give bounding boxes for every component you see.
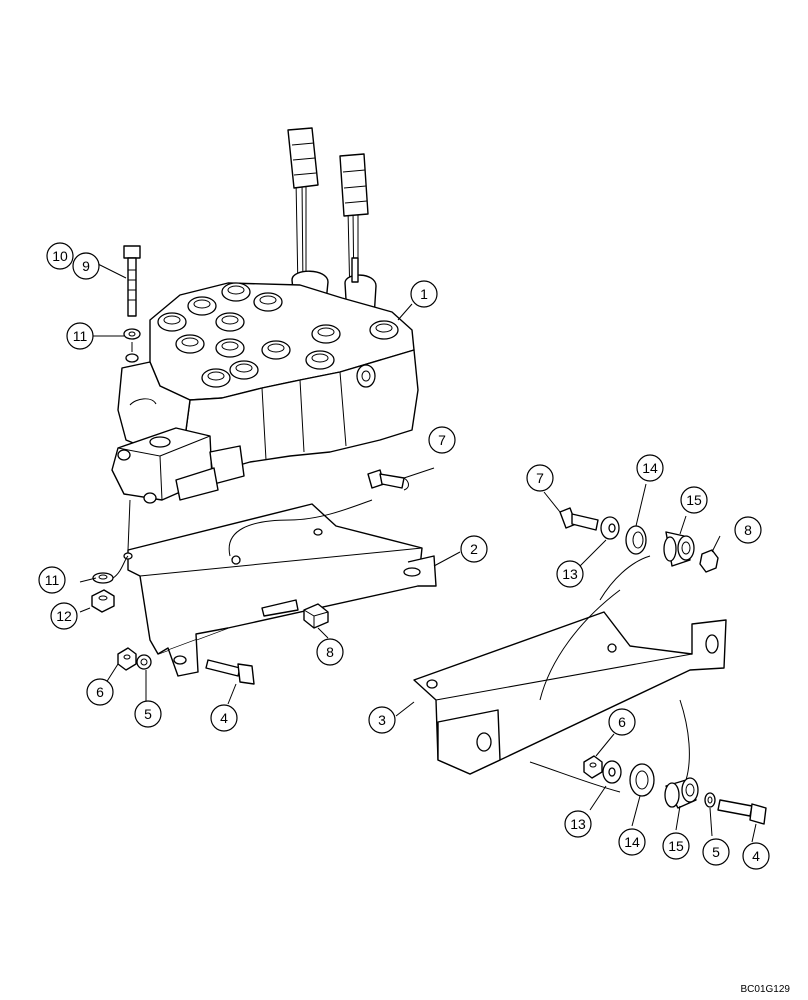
callout-5-right: 5	[702, 838, 730, 866]
mounting-bracket-3	[413, 555, 727, 793]
upper-right-hardware	[559, 507, 719, 573]
callout-10: 10	[46, 242, 74, 270]
callout-3: 3	[368, 706, 396, 734]
svg-text:11: 11	[73, 328, 88, 344]
callout-12: 12	[50, 602, 78, 630]
valve-port-plugs	[157, 282, 399, 388]
callout-5-left: 5	[134, 700, 162, 728]
svg-text:8: 8	[744, 522, 752, 538]
svg-text:5: 5	[712, 844, 720, 860]
svg-text:14: 14	[642, 460, 658, 476]
svg-text:7: 7	[536, 470, 544, 486]
svg-text:6: 6	[618, 714, 626, 730]
callout-14-upper: 14	[636, 454, 664, 482]
callout-15-lower: 15	[662, 832, 690, 860]
svg-text:10: 10	[52, 248, 68, 264]
callout-7-right: 7	[526, 464, 554, 492]
callout-4-right: 4	[742, 842, 770, 870]
callout-14-lower: 14	[618, 828, 646, 856]
bolt-9-assembly	[123, 245, 141, 363]
svg-text:1: 1	[420, 286, 428, 302]
callout-2: 2	[460, 535, 488, 563]
svg-text:6: 6	[96, 684, 104, 700]
svg-text:13: 13	[570, 816, 586, 832]
callout-9: 9	[72, 252, 100, 280]
control-valve	[111, 127, 419, 504]
callout-13-upper: 13	[556, 560, 584, 588]
callout-4-left: 4	[210, 704, 238, 732]
callout-8-right: 8	[734, 516, 762, 544]
callout-1: 1	[410, 280, 438, 308]
svg-text:14: 14	[624, 834, 640, 850]
solenoid-cartridge	[111, 398, 245, 504]
svg-text:4: 4	[752, 848, 760, 864]
lower-left-hardware	[91, 555, 129, 613]
mounting-bracket-2	[123, 499, 437, 677]
svg-text:15: 15	[686, 492, 702, 508]
drawing-code: BC01G129	[741, 984, 791, 995]
svg-text:12: 12	[56, 608, 72, 624]
svg-text:9: 9	[82, 258, 90, 274]
svg-text:8: 8	[326, 644, 334, 660]
callout-6-left: 6	[86, 678, 114, 706]
callout-8-center: 8	[316, 638, 344, 666]
callout-6-right: 6	[608, 708, 636, 736]
callout-13-lower: 13	[564, 810, 592, 838]
svg-text:2: 2	[470, 541, 478, 557]
svg-text:3: 3	[378, 712, 386, 728]
svg-text:11: 11	[45, 572, 60, 588]
callout-11-upper: 11	[66, 322, 94, 350]
bracket-2-fasteners	[117, 647, 255, 685]
nut-8-center	[303, 603, 329, 629]
callout-11-lower: 11	[38, 566, 66, 594]
svg-text:7: 7	[438, 432, 446, 448]
svg-text:5: 5	[144, 706, 152, 722]
callout-15-upper: 15	[680, 486, 708, 514]
callout-7-center: 7	[428, 426, 456, 454]
lower-right-hardware	[583, 755, 767, 825]
svg-text:13: 13	[562, 566, 578, 582]
svg-text:15: 15	[668, 838, 684, 854]
svg-text:4: 4	[220, 710, 228, 726]
bolt-7-center	[367, 469, 409, 491]
